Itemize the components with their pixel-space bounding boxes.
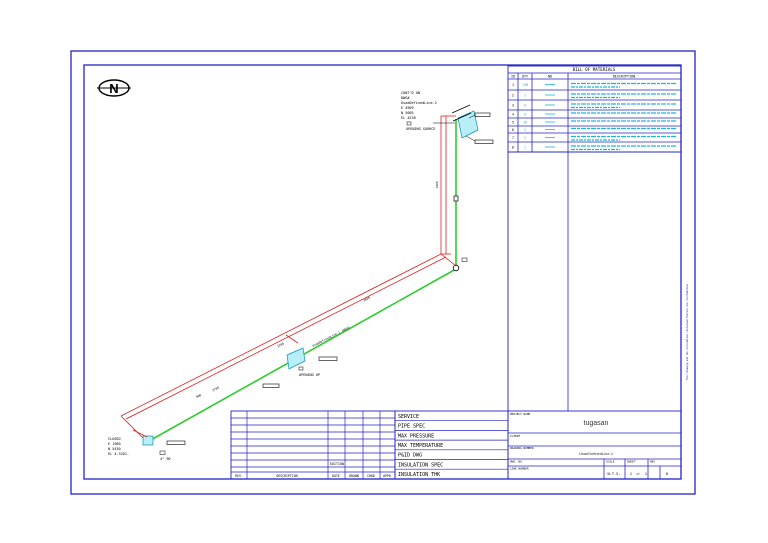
edition-label: EDITION: [330, 462, 344, 466]
svg-text:of: of: [636, 472, 640, 476]
bom-col-id: ID: [511, 75, 515, 79]
project-name: tugasan: [584, 420, 609, 427]
bom-col-qty: QTY: [522, 75, 528, 79]
revision-header: APPD: [383, 474, 391, 478]
svg-text:DRAWING NUMBER: DRAWING NUMBER: [510, 446, 534, 450]
bom-row-id: 2: [512, 93, 514, 97]
bom-row-qty: 1: [524, 128, 526, 132]
bom-row-id: 8: [512, 145, 514, 149]
tag-box: [474, 112, 491, 117]
line-number-label: UsaeDefinedLine-1 100SS: [312, 325, 351, 348]
bom-row-qty: 16: [523, 120, 527, 124]
title-field-label: MAX PRESSURE: [398, 433, 434, 439]
bom-row-id: 5: [512, 120, 514, 124]
bom-row-id: 4: [512, 112, 514, 116]
top-flange-fitting: [457, 110, 479, 139]
elbow-fitting: [452, 264, 460, 272]
svg-text:SCALE: SCALE: [606, 460, 615, 464]
title-field-label: MAX TEMPERATURE: [398, 443, 443, 449]
bom-row-qty: 1: [524, 93, 526, 97]
dimension-lines: [120, 115, 457, 439]
drawing-id: UsaeDefinedLine-1: [579, 451, 614, 456]
svg-text:REV: REV: [650, 460, 655, 464]
dwg-no-label: DWG#: [401, 96, 410, 100]
sheet-value: 1: [630, 472, 632, 476]
bom-row-qty: 1: [524, 145, 526, 149]
bottom-coord-4: EL 4-3201-: [108, 452, 129, 456]
bom-col-description: DESCRIPTION: [613, 75, 635, 79]
elbow-size-label: 4" 90: [160, 457, 171, 461]
continuation-line-label: UsaeDefinedLine-2: [401, 101, 437, 105]
pipe-route: [142, 104, 479, 446]
title-block: EDITION REV. DESCRIPTION DATE DRAWN CHKD APPD…: [230, 410, 682, 480]
margin-note: This drawing and the information contain…: [686, 283, 689, 380]
pipe-line: [148, 119, 457, 442]
drawing-frame: [83, 64, 682, 480]
bottom-coord-2: E 1980: [108, 442, 121, 446]
tag-box: [166, 440, 186, 445]
svg-text:DWG. NO.: DWG. NO.: [510, 460, 524, 464]
bottom-coord-1: CLOSED: [108, 437, 121, 441]
revision-header: DATE: [332, 474, 340, 478]
title-field-label: PIPE SPEC: [398, 424, 425, 430]
title-field-label: SERVICE: [398, 414, 419, 420]
bom-row-qty: 1: [524, 136, 526, 140]
bom-row-qty: 4: [524, 103, 526, 107]
opening-source-label: OPENING SOURCE: [406, 127, 436, 131]
revision-header: DESCRIPTION: [276, 474, 297, 478]
dimension-texts: 1900 3660 1200 2700 900: [195, 181, 439, 399]
revision-header: CHKD: [367, 474, 375, 478]
bom-title: BILL OF MATERIALS: [573, 67, 616, 72]
lower-elbow-fitting: [142, 435, 154, 446]
coord-label-1: E 4909: [401, 106, 414, 110]
north-letter: N: [109, 81, 118, 96]
title-field-label: INSULATION SPEC: [398, 462, 443, 468]
svg-text:CLIENT: CLIENT: [510, 434, 520, 438]
annotations: CONT'D ON DWG# UsaeDefinedLine-2 E 4909 …: [108, 91, 494, 461]
bom-row-id: 6: [512, 128, 514, 132]
bom-row-id: 1: [512, 83, 514, 87]
bottom-coord-3: N 5430: [108, 447, 121, 451]
title-field-label: INSULATION THK: [398, 472, 440, 478]
bom-rows: 1 13M 2 1 3 4 4 4 5 16 6 1 7 1 8 1: [508, 83, 681, 153]
opening-up-label: OPENING UP: [299, 373, 320, 377]
tag-box: [262, 383, 280, 388]
svg-text:SHEET: SHEET: [627, 460, 636, 464]
svg-text:1200: 1200: [276, 342, 284, 349]
coord-label-3: EL 4230: [401, 116, 416, 120]
svg-text:3660: 3660: [362, 296, 370, 303]
scale-value: N.T.S.: [608, 472, 621, 476]
rev-value: 0: [666, 472, 668, 476]
bom-row-id: 7: [512, 136, 514, 140]
valve-symbol: [453, 195, 459, 202]
bill-of-materials: BILL OF MATERIALS ID QTY ND DESCRIPTION …: [507, 65, 682, 479]
bom-col-nd: ND: [548, 75, 552, 79]
svg-text:900: 900: [195, 393, 202, 399]
svg-text:1900: 1900: [435, 181, 439, 188]
revision-header: REV.: [235, 474, 243, 478]
north-arrow-icon: N: [97, 79, 131, 97]
outer-sheet-border: [70, 50, 696, 495]
bom-row-qty: 13M: [522, 83, 528, 87]
coord-label-2: N 5005: [401, 111, 414, 115]
revision-header: DRAWN: [349, 474, 359, 478]
cont-on-label: CONT'D ON: [401, 91, 420, 95]
svg-text:PROJECT NAME: PROJECT NAME: [510, 412, 531, 416]
title-field-label: P&ID DWG: [398, 453, 422, 459]
tag-box: [474, 139, 494, 144]
svg-text:2700: 2700: [211, 386, 219, 393]
bom-row-id: 3: [512, 103, 514, 107]
svg-text:LINE NUMBER: LINE NUMBER: [510, 467, 529, 471]
tag-box: [318, 356, 338, 361]
mid-flange-fitting: [286, 347, 306, 370]
bom-row-qty: 4: [524, 112, 526, 116]
sheet-of-value: 1: [645, 472, 647, 476]
